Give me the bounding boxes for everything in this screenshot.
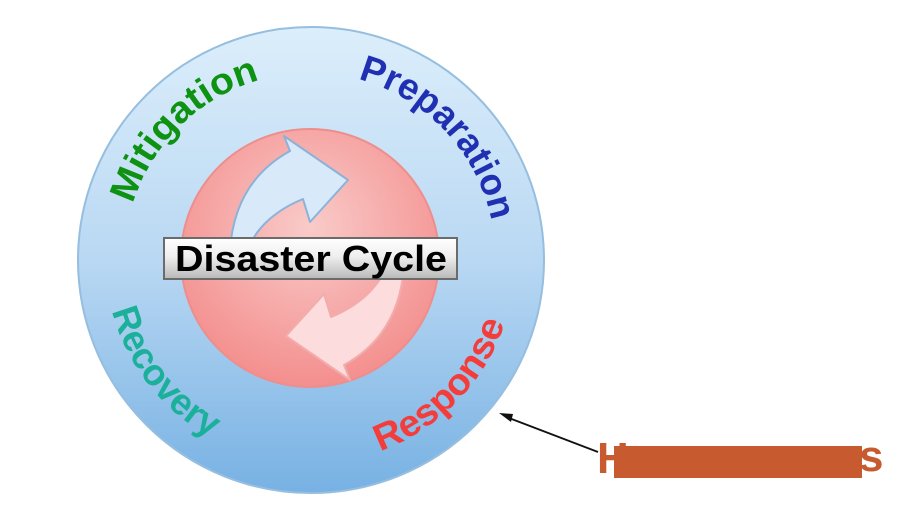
title-bar: Disaster Cycle — [163, 237, 458, 280]
annotation-redaction-block — [614, 446, 862, 478]
pointer-arrow-line — [508, 417, 599, 453]
pointer-arrow-head — [499, 413, 513, 422]
annotation-suffix: s — [859, 432, 883, 481]
redacted-annotation: H s — [597, 432, 883, 483]
pointer-arrow-icon — [499, 413, 599, 453]
title-bar-box — [163, 237, 458, 280]
diagram-title: Disaster Cycle — [175, 238, 447, 279]
